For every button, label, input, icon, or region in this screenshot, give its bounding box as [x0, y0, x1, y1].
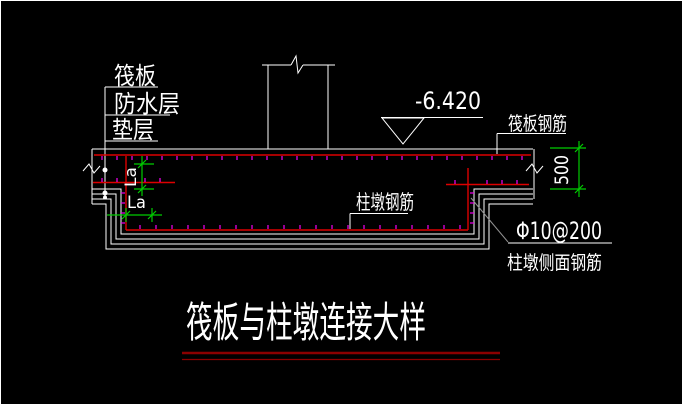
dim-la-horizontal-text: La [127, 193, 146, 213]
layer-step-outline-2 [92, 193, 533, 240]
rebar-ticks-right-step [454, 180, 518, 184]
left-edge-break-icon [82, 163, 101, 174]
layer-step-outline-3 [92, 198, 533, 245]
dim-500-ticks [574, 143, 584, 194]
rebar-ticks-top [101, 156, 523, 160]
rebar-dot [102, 190, 108, 196]
rebar-dot [103, 195, 107, 200]
label-waterproof-layer: 防水层 [114, 90, 180, 118]
structure-lines [82, 54, 612, 250]
rebar-end-dots [102, 167, 108, 200]
drawing-title: 筏板与柱墩连接大样 [186, 298, 426, 347]
label-pier-rebar: 柱墩钢筋 [356, 190, 414, 214]
label-cushion-layer: 垫层 [112, 116, 154, 144]
elevation-value: -6.420 [415, 87, 481, 115]
dim-500-text: 500 [551, 155, 573, 185]
slab-rebar-leader-line [496, 133, 566, 154]
rebar-ticks-pier-left [121, 192, 125, 224]
rebar-ticks-left-step [101, 178, 161, 182]
column-break-icon [290, 54, 304, 75]
right-edge-break-icon [525, 163, 544, 174]
dim-la-vertical-text: La [121, 167, 140, 187]
label-side-rebar: 柱墩侧面钢筋 [507, 252, 602, 274]
pier-rebar-leader-line [349, 213, 408, 229]
label-slab: 筏板 [114, 62, 156, 90]
spec-side-rebar: Φ10@200 [516, 217, 602, 245]
dim-la-vertical-ticks [137, 159, 147, 194]
rebar-ticks [101, 156, 523, 229]
rebar-lines [93, 154, 531, 231]
side-rebar-leader-line [470, 197, 509, 243]
dimension-lines [107, 141, 586, 222]
rebar-ticks-pier-right [470, 192, 474, 224]
annotations: 筏板 防水层 垫层 -6.420 筏板钢筋 500 柱墩钢筋 Φ10@200 柱… [112, 62, 602, 347]
rebar-dot [102, 167, 108, 173]
title-underline [182, 351, 500, 361]
dim-la-vertical-extensions [134, 163, 154, 190]
layer-step-outline-1 [92, 188, 533, 235]
label-slab-rebar: 筏板钢筋 [508, 113, 567, 135]
dim-500-extensions [550, 147, 586, 190]
layer-step-outline-4 [92, 203, 533, 250]
elevation-triangle-icon [380, 117, 426, 145]
dim-la-horizontal-ticks [121, 210, 157, 220]
rebar-ticks-bottom [139, 225, 461, 229]
